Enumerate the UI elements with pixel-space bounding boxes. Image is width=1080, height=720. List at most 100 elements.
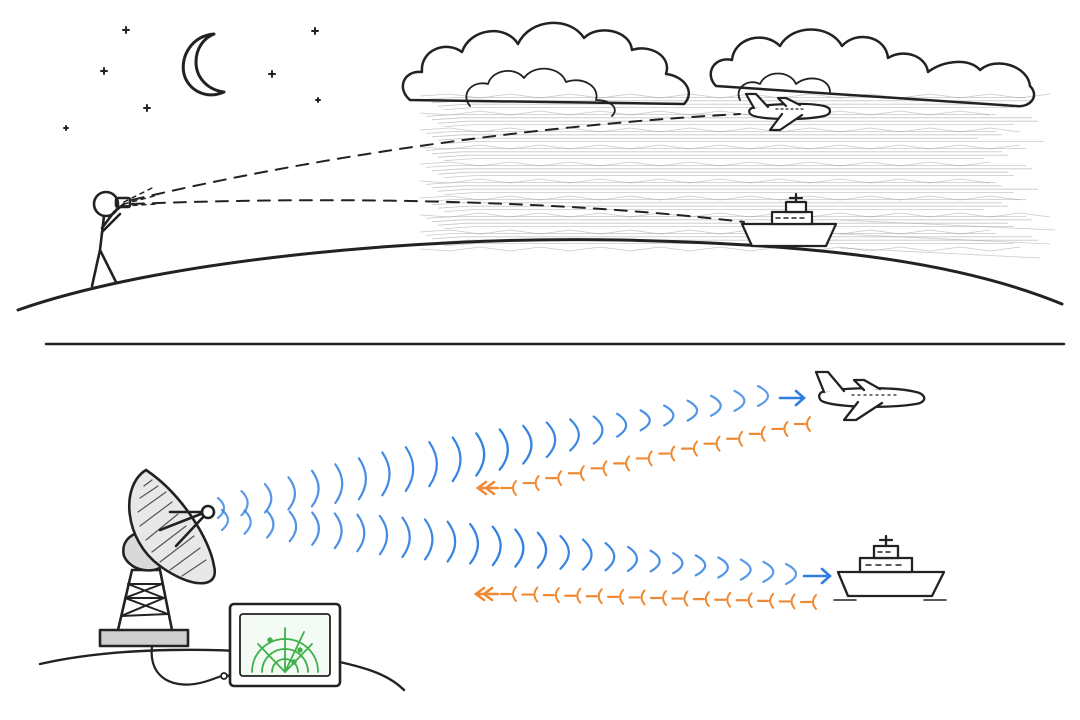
outgoing-wave-arc [639,409,651,432]
echo-arc [683,590,689,607]
outgoing-wave-arc [686,399,699,422]
radar-tower-base [98,628,190,648]
outgoing-wave-arc [475,432,486,477]
haze-stroke [443,158,984,161]
outgoing-wave-arc [381,451,391,497]
haze-stroke [437,171,1008,175]
wave-direction-arrows [473,389,832,602]
sight-fan [123,187,157,207]
ship-bridge [784,200,808,214]
echo-arc [812,594,817,610]
haze-stroke [431,151,1002,155]
haze-stroke [443,226,1014,229]
outgoing-wave-arc [334,463,344,505]
echo-arc [625,455,631,472]
echo-arc [533,586,539,603]
echo-arc [597,588,603,605]
outgoing-wave-arc [545,421,557,459]
airplane-upper-wing [852,378,882,392]
outgoing-wave-arc [733,389,746,412]
outgoing-wave-arc [739,558,752,581]
radar-blip [267,637,273,643]
echo-arc [769,592,775,609]
haze-stroke [419,144,1021,150]
outgoing-wave-arc [333,512,343,550]
outgoing-arrow-to-ship [802,567,832,585]
outgoing-wave-arc [672,552,684,575]
echo-arc [602,460,608,477]
ship-icon [740,192,838,248]
outgoing-wave-arc [356,513,366,553]
outgoing-wave-arc [446,520,457,563]
outgoing-wave-arc [626,545,639,572]
radar-site-ground [38,648,406,692]
ship-hull [836,570,946,598]
haze-stroke [839,247,1041,259]
outgoing-arrow-to-aircraft [778,389,806,407]
outgoing-wave-arc [240,489,249,517]
stick-figure-with-binoculars-icon [90,190,132,288]
outgoing-wave-arc [569,418,580,452]
outgoing-wave-arc [709,394,722,417]
sight-line-to-aircraft [131,113,741,201]
earth-curvature-horizon [16,238,1064,312]
echo-arrow-from-ship [473,586,500,602]
radar-scope-sweep [251,627,319,673]
radar-blip [291,659,297,665]
airplane-fuselage [748,102,832,121]
echo-arc [806,416,811,432]
outgoing-wave-arc [536,531,548,569]
haze-stroke [425,97,1026,100]
radar-signal-cable [150,644,232,686]
haze-stroke [443,141,1044,144]
echo-arc [715,435,721,452]
airplane-icon [744,92,832,132]
haze-stroke [425,216,1026,219]
haze-stroke [419,195,1021,201]
cloud-right [709,28,1036,108]
outgoing-wave-arc [498,428,509,471]
airplane-upper-wing [776,96,802,108]
outgoing-wave-arc [404,446,415,493]
outgoing-wave-arc [649,549,661,573]
ship-portholes [865,551,902,566]
echo-arc [557,470,563,487]
outgoing-wave-arc [401,516,411,559]
airplane-wing [768,112,804,132]
airplane-tail [744,92,770,110]
haze-stroke [425,233,996,236]
outgoing-wave-arc [694,554,707,577]
radar-feed-horn [200,504,216,520]
cloud-right-inner [737,72,831,101]
haze-stroke [443,124,1014,127]
outgoing-wave-arc [662,404,675,427]
haze-stroke [443,192,1014,195]
echo-arc [662,590,667,606]
ship-icon [833,534,947,601]
echo-arc [640,589,646,606]
haze-stroke [431,168,1032,172]
cloud-left-inner [465,67,616,117]
ship-mast [788,192,804,204]
outgoing-wave-arc [428,441,438,488]
haze-stroke [839,219,1056,231]
visual-observation-panel [16,21,1064,312]
radar-tower-legs [116,568,174,632]
echo-arc [726,591,732,608]
haze-stroke [425,131,996,134]
outgoing-wave-arc [604,542,616,572]
outgoing-wave-arc [243,509,252,535]
radar-scope-line [284,631,305,673]
haze-stroke [419,246,1021,252]
fog-haze [419,93,1056,259]
radar-dish-icon [98,468,217,648]
echo-arc [576,587,582,604]
echo-arc [747,592,753,609]
echo-arc [619,588,625,605]
haze-stroke [437,120,1038,124]
haze-stroke [419,93,1051,99]
observer-head [92,190,120,218]
outgoing-wave-arc [581,538,593,571]
outgoing-wave-arc [522,424,533,465]
